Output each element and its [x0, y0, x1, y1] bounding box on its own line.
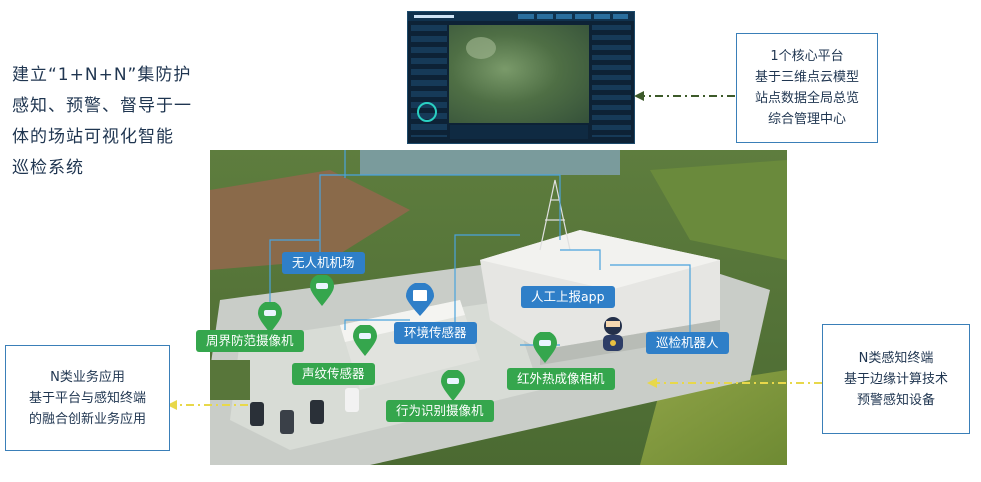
callout-core-platform: 1个核心平台 基于三维点云模型 站点数据全局总览 综合管理中心: [736, 33, 878, 143]
label-infrared-camera: 红外热成像相机: [507, 368, 615, 390]
callout-business-apps: N类业务应用 基于平台与感知终端 的融合创新业务应用: [5, 345, 170, 451]
headline: 建立“1+N+N”集防护 感知、预警、督导于一 体的场站可视化智能 巡检系统: [12, 65, 192, 178]
env-sensor-pin-icon: [405, 282, 434, 316]
label-behavior-camera: 行为识别摄像机: [386, 400, 494, 422]
platform-dashboard-screenshot: [407, 11, 635, 144]
label-patrol-robot: 巡检机器人: [646, 332, 729, 354]
aerial-scene-drawing: [210, 150, 787, 465]
label-drone-hangar: 无人机机场: [282, 252, 365, 274]
behavior-camera-pin-icon: [440, 369, 466, 402]
drone-hangar-pin-icon: [309, 274, 335, 307]
callout-sensing-terminals: N类感知终端 基于边缘计算技术 预警感知设备: [822, 324, 970, 434]
label-env-sensor: 环境传感器: [394, 322, 477, 344]
infrared-camera-pin-icon: [532, 331, 558, 364]
perimeter-camera-pin-icon: [257, 301, 283, 334]
label-acoustic-sensor: 声纹传感器: [292, 363, 375, 385]
robot-icon: [596, 315, 630, 357]
station-aerial-photo: [210, 150, 787, 465]
label-perimeter-camera: 周界防范摄像机: [196, 330, 304, 352]
label-manual-app: 人工上报app: [521, 286, 615, 308]
acoustic-sensor-pin-icon: [352, 324, 378, 357]
